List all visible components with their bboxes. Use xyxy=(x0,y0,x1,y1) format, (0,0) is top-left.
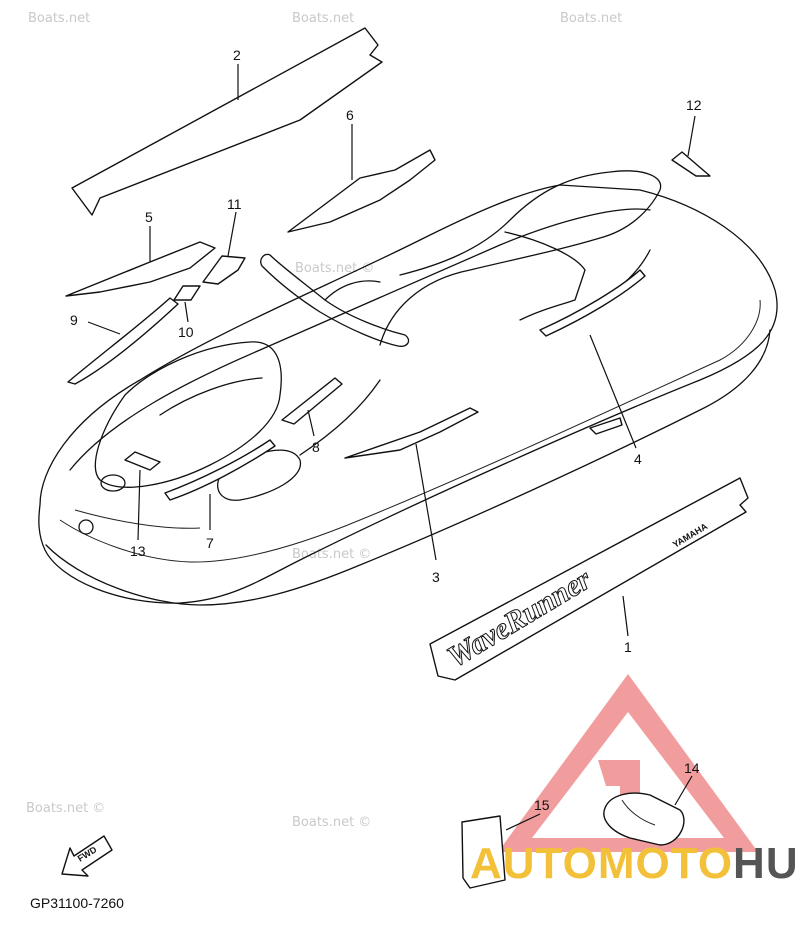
decal-9 xyxy=(67,297,179,385)
watermark: Boats.net © xyxy=(26,801,105,816)
callout-5: 5 xyxy=(145,209,153,225)
decal-6 xyxy=(287,149,436,233)
callout-1: 1 xyxy=(624,639,632,655)
watermarks: Boats.net Boats.net Boats.net Boats.net … xyxy=(26,11,622,830)
decal-15 xyxy=(461,815,506,889)
decal-4 xyxy=(539,269,646,337)
callout-8: 8 xyxy=(312,439,320,455)
callout-10: 10 xyxy=(178,324,194,340)
callout-9: 9 xyxy=(70,312,78,328)
watermark: Boats.net xyxy=(292,11,354,26)
decal-3 xyxy=(344,407,479,459)
automotohub-logo-mark xyxy=(498,674,758,852)
decal-8 xyxy=(281,377,343,425)
decal-10 xyxy=(173,285,201,301)
decal-4b xyxy=(589,417,623,435)
callout-11: 11 xyxy=(227,196,242,212)
watermark: Boats.net © xyxy=(292,815,371,830)
decal-5 xyxy=(65,241,216,297)
decal-14 xyxy=(603,792,685,846)
callout-3: 3 xyxy=(432,569,440,585)
decals: WaveRunner YAMAHA xyxy=(65,27,749,889)
callout-numbers: 2 6 5 11 12 9 10 8 13 7 3 4 1 14 15 xyxy=(70,47,702,813)
watermark: Boats.net xyxy=(560,11,622,26)
decal-2 xyxy=(71,27,383,216)
callout-2: 2 xyxy=(233,47,241,63)
automotohub-logo-text: AUTOMOTOHUB xyxy=(470,839,800,888)
callout-13: 13 xyxy=(130,543,146,559)
logo-name-part2: HUB xyxy=(733,839,800,888)
decal-7 xyxy=(164,439,276,501)
callout-14: 14 xyxy=(684,760,700,776)
fwd-arrow-icon: FWD xyxy=(61,835,113,877)
callout-6: 6 xyxy=(346,107,354,123)
watermark: Boats.net xyxy=(28,11,90,26)
decal-11 xyxy=(202,255,246,285)
callout-15: 15 xyxy=(534,797,550,813)
watermark: Boats.net © xyxy=(292,547,371,562)
leader-lines xyxy=(87,64,696,831)
logo-name-part1: AUTOMOTO xyxy=(470,839,733,888)
decal-13 xyxy=(124,451,161,471)
callout-12: 12 xyxy=(686,97,702,113)
decal-12 xyxy=(671,151,711,177)
watermark: Boats.net © xyxy=(295,261,374,276)
callout-7: 7 xyxy=(206,535,214,551)
part-number: GP31100-7260 xyxy=(30,895,124,911)
callout-4: 4 xyxy=(634,451,642,467)
decal-1 xyxy=(429,477,749,681)
decal-1-text: WaveRunner xyxy=(442,563,597,674)
